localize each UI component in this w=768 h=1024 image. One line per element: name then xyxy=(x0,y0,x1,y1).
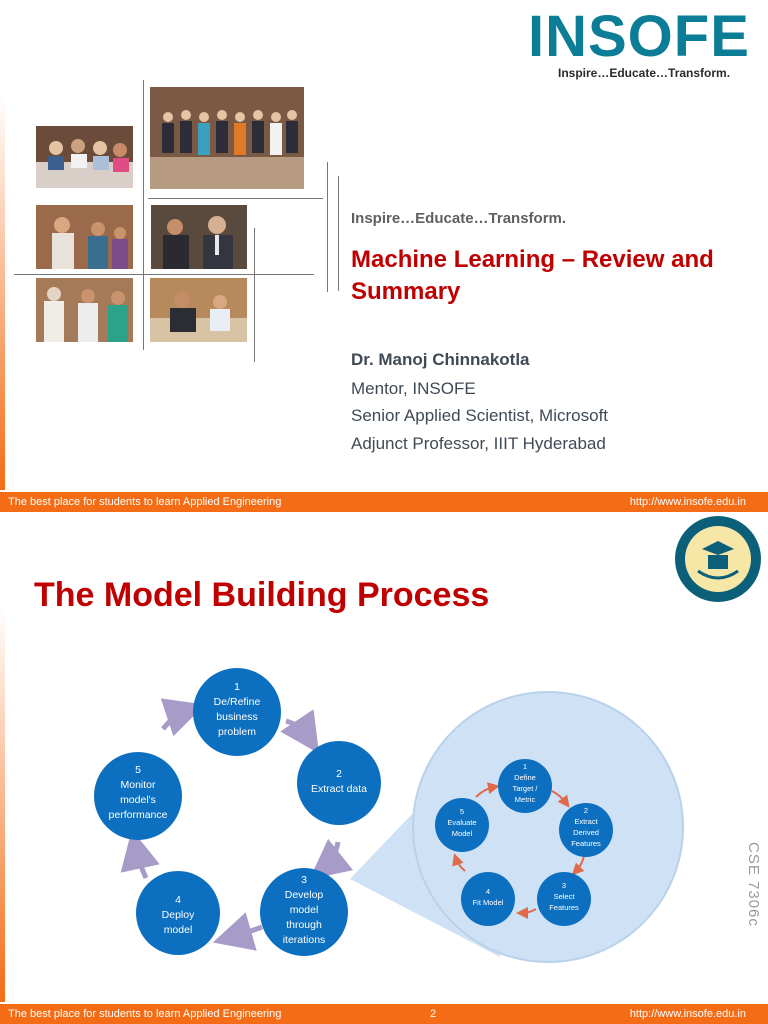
accent-bar xyxy=(0,95,5,490)
inner-cycle-arrows xyxy=(452,782,585,919)
svg-text:5: 5 xyxy=(460,807,464,816)
slide-tagline: Inspire…Educate…Transform. xyxy=(351,210,567,227)
svg-text:4: 4 xyxy=(175,894,181,906)
svg-text:Develop: Develop xyxy=(285,889,324,901)
photo-students-table xyxy=(36,126,133,188)
accent-bar xyxy=(0,607,5,1002)
inner-cycle-node: 2 Extract Derived Features xyxy=(559,803,613,857)
page-number: 2 xyxy=(430,1008,437,1020)
course-code: CSE 7306c xyxy=(745,842,762,927)
cycle-node: 3 Develop model through iterations xyxy=(260,868,348,956)
title-slide: INSOFE Inspire…Educate…Transform. Inspir… xyxy=(0,4,768,512)
svg-text:business: business xyxy=(216,711,257,723)
svg-text:Features: Features xyxy=(571,839,601,848)
svg-text:Metric: Metric xyxy=(515,795,536,804)
svg-text:3: 3 xyxy=(301,874,307,886)
collage-divider xyxy=(254,228,255,362)
collage-divider xyxy=(327,162,328,292)
svg-text:1: 1 xyxy=(523,762,527,771)
slide-title: The Model Building Process xyxy=(34,576,490,614)
svg-text:2: 2 xyxy=(584,806,588,815)
logo-tagline: Inspire…Educate…Transform. xyxy=(558,66,731,80)
svg-text:iterations: iterations xyxy=(283,934,326,946)
svg-text:Evaluate: Evaluate xyxy=(447,818,476,827)
svg-text:through: through xyxy=(286,919,322,931)
author-name: Dr. Manoj Chinnakotla xyxy=(351,350,530,369)
inner-cycle-node: 1 Define Target / Metric xyxy=(498,759,552,813)
svg-text:1: 1 xyxy=(234,681,240,693)
photo-discussion xyxy=(36,205,133,269)
svg-text:Derived: Derived xyxy=(573,828,599,837)
photo-standing-group xyxy=(36,278,133,342)
collage-divider xyxy=(14,274,314,275)
cycle-arrows xyxy=(120,698,354,951)
collage-divider xyxy=(338,176,339,291)
svg-text:Select: Select xyxy=(554,892,576,901)
footer-url[interactable]: http://www.insofe.edu.in xyxy=(629,1008,746,1020)
cycle-node: 2 Extract data xyxy=(297,741,381,825)
inner-cycle-node: 3 Select Features xyxy=(537,872,591,926)
svg-text:Fit Model: Fit Model xyxy=(473,898,504,907)
svg-text:Monitor: Monitor xyxy=(120,779,156,791)
svg-text:2: 2 xyxy=(336,768,342,780)
author-role: Mentor, INSOFE xyxy=(351,379,476,398)
svg-text:model: model xyxy=(290,904,319,916)
collage-divider xyxy=(148,198,323,199)
author-role: Adjunct Professor, IIIT Hyderabad xyxy=(351,434,606,453)
slide-footer: The best place for students to learn App… xyxy=(0,1004,768,1024)
collage-divider xyxy=(143,80,144,350)
svg-text:Features: Features xyxy=(549,903,579,912)
svg-text:5: 5 xyxy=(135,764,141,776)
insofe-logo: INSOFE xyxy=(528,4,750,69)
insofe-seal-icon xyxy=(675,516,761,602)
svg-text:De/Refine: De/Refine xyxy=(214,696,261,708)
svg-text:performance: performance xyxy=(109,809,168,821)
svg-text:Target /: Target / xyxy=(512,784,538,793)
photo-two-men xyxy=(151,205,247,269)
svg-text:Extract data: Extract data xyxy=(311,783,367,795)
photo-seated-students xyxy=(150,278,247,342)
slide-footer: The best place for students to learn App… xyxy=(0,492,768,512)
cycle-node: 4 Deploy model xyxy=(136,871,220,955)
photo-group xyxy=(150,87,304,189)
footer-text: The best place for students to learn App… xyxy=(8,496,282,508)
footer-text: The best place for students to learn App… xyxy=(8,1008,282,1020)
svg-text:4: 4 xyxy=(486,887,490,896)
svg-text:3: 3 xyxy=(562,881,566,890)
cycle-node: 1 De/Refine business problem xyxy=(193,668,281,756)
cycle-node: 5 Monitor model's performance xyxy=(94,752,182,840)
process-cycle-diagram: 1 De/Refine business problem 2 Extract d… xyxy=(60,637,768,982)
svg-text:Extract: Extract xyxy=(574,817,598,826)
process-slide: The Model Building Process 1 De/Refine xyxy=(0,512,768,1024)
slide-title: Machine Learning – Review and Summary xyxy=(351,246,714,305)
svg-text:Deploy: Deploy xyxy=(162,909,195,921)
inner-cycle-node: 5 Evaluate Model xyxy=(435,798,489,852)
svg-text:problem: problem xyxy=(218,726,256,738)
svg-text:model: model xyxy=(164,924,193,936)
svg-text:model's: model's xyxy=(120,794,156,806)
svg-text:Model: Model xyxy=(452,829,473,838)
inner-cycle-node: 4 Fit Model xyxy=(461,872,515,926)
svg-text:Define: Define xyxy=(514,773,536,782)
author-role: Senior Applied Scientist, Microsoft xyxy=(351,406,609,425)
footer-url[interactable]: http://www.insofe.edu.in xyxy=(629,496,746,508)
